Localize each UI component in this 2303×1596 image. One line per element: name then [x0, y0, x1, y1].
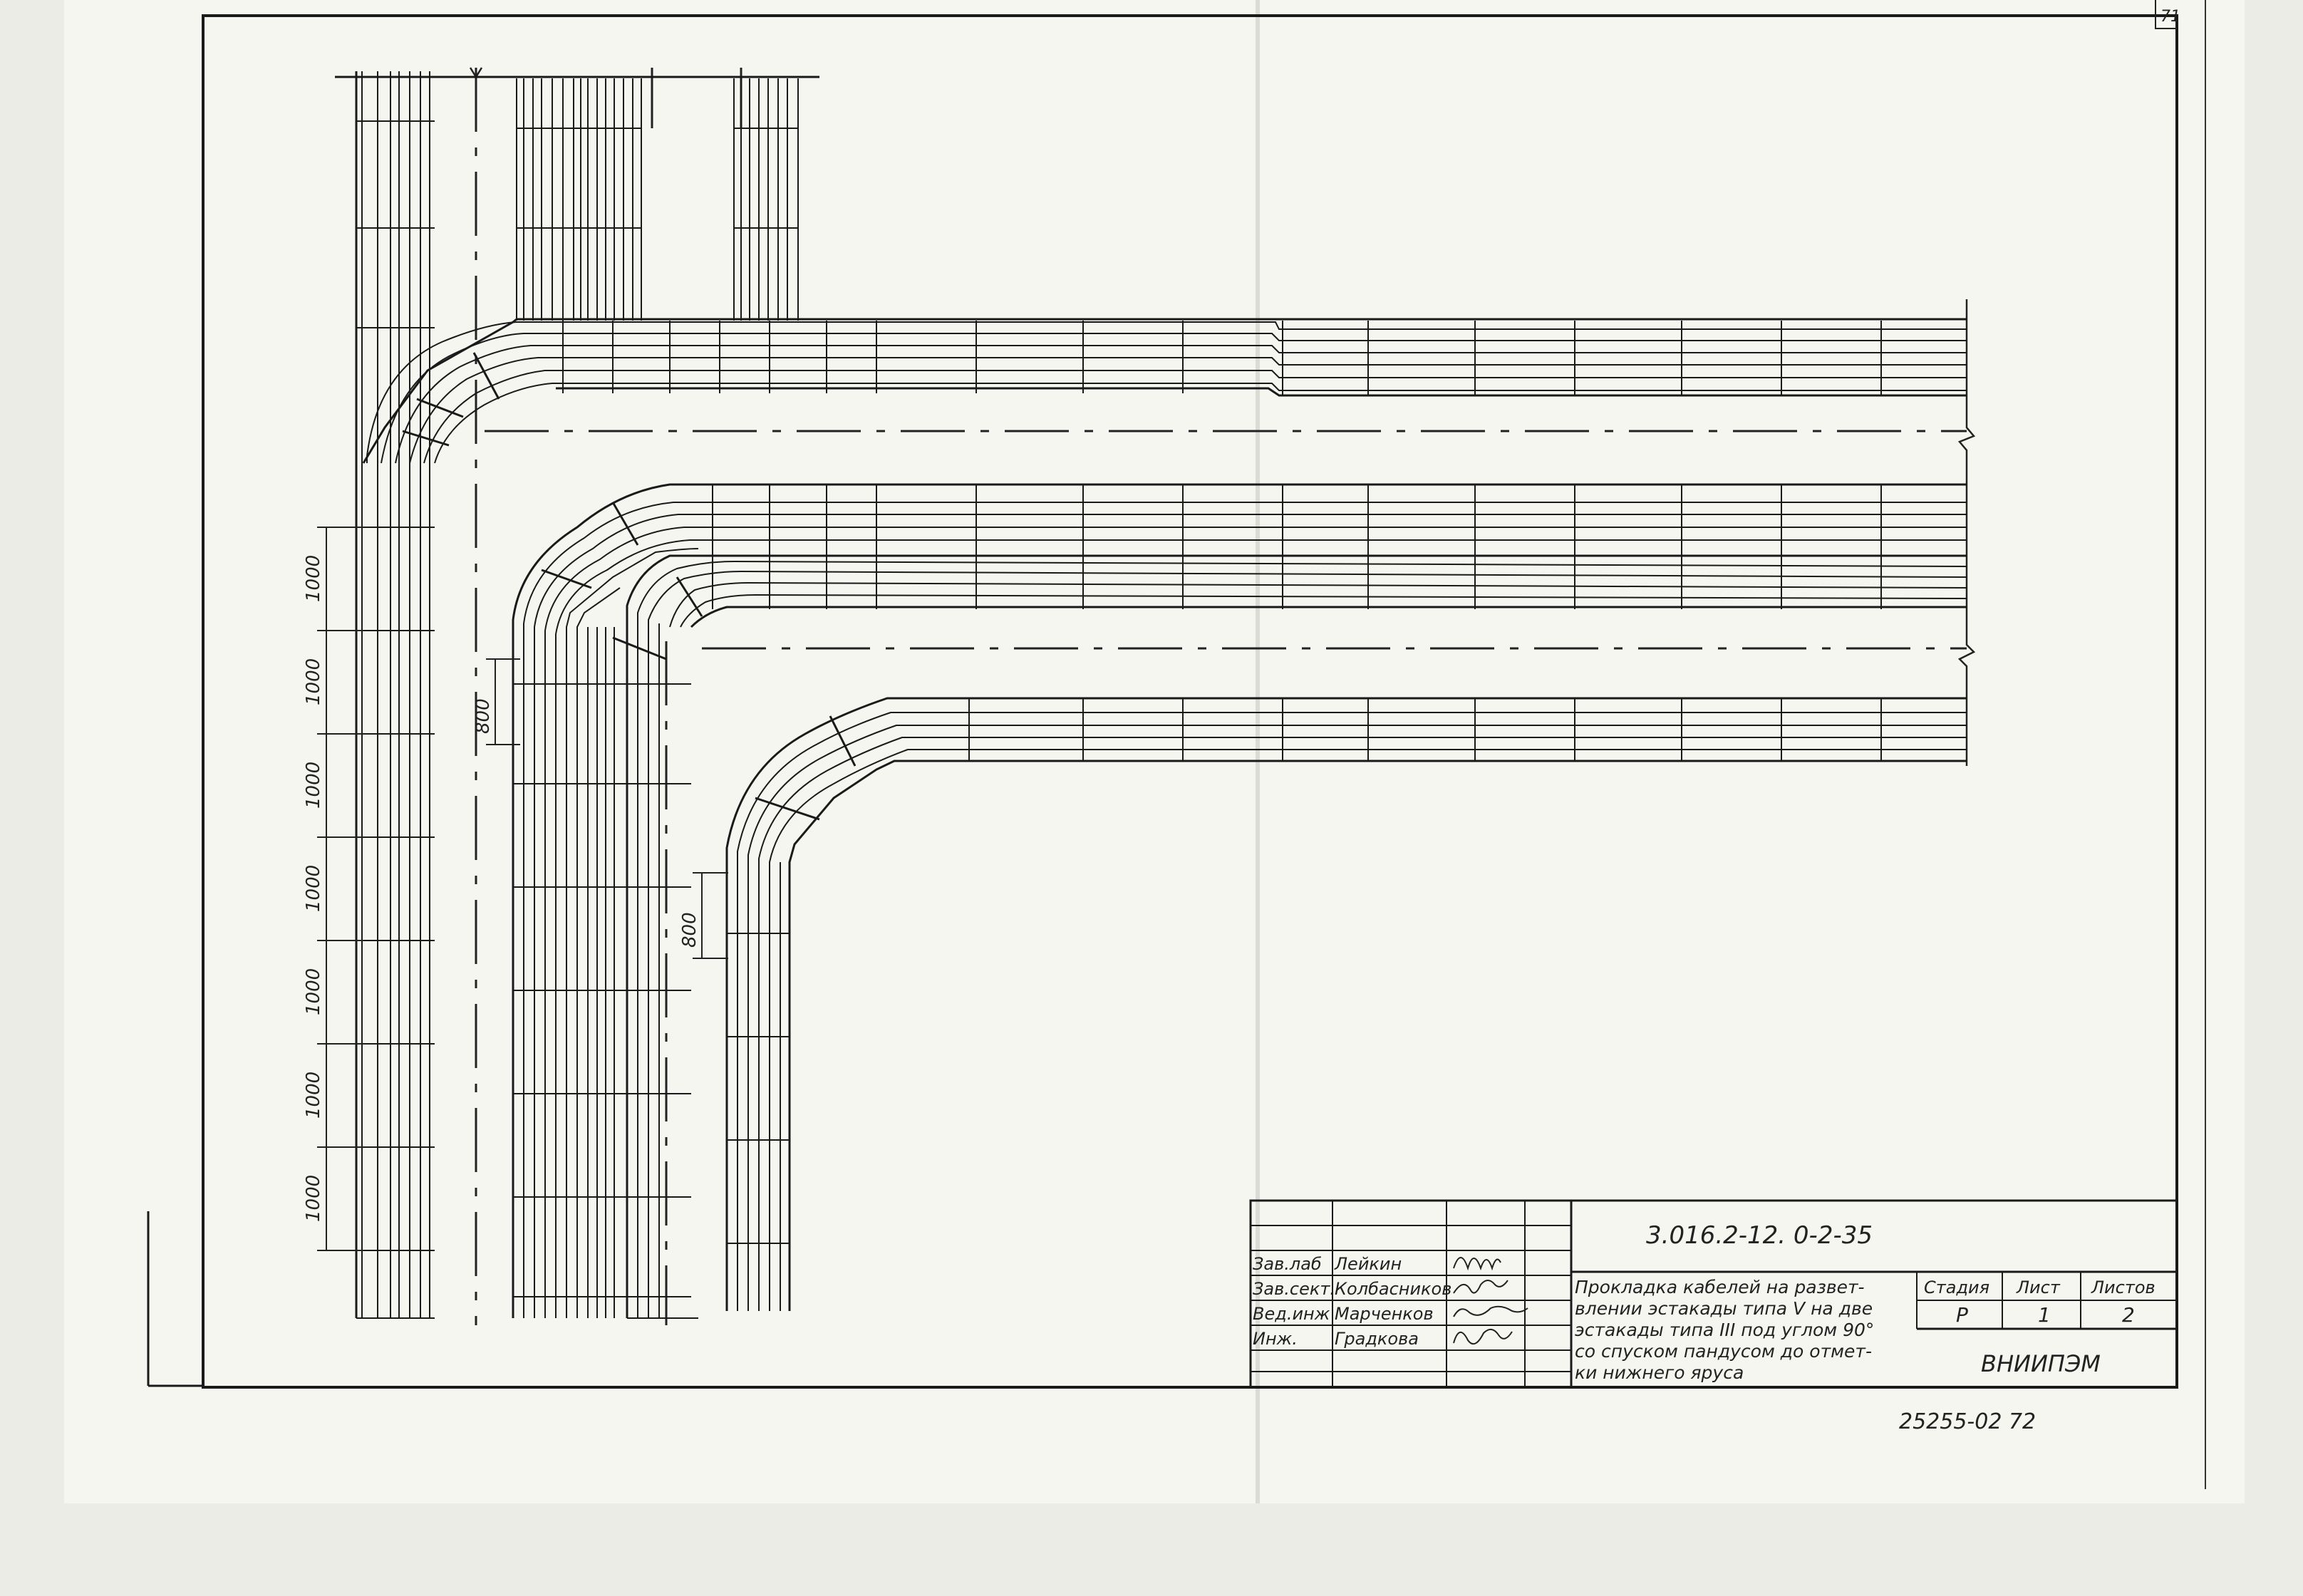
drawing-description: Прокладка кабелей на развет- влении эста… [1575, 1277, 1874, 1383]
description-line-3: эстакады типа III под углом 90° [1575, 1320, 1874, 1340]
dimension-inner [693, 872, 728, 959]
dim-label-2: 1000 [303, 658, 324, 705]
description-line-5: ки нижнего яруса [1575, 1362, 1744, 1383]
description-line-1: Прокладка кабелей на развет- [1575, 1277, 1865, 1297]
dim-label-inner: 800 [679, 912, 700, 948]
dim-label-mid: 800 [472, 698, 494, 734]
cable-tray-upper [355, 71, 1967, 1319]
sheet-value: 1 [2038, 1303, 2051, 1327]
role-1: Зав.лаб [1253, 1254, 1322, 1274]
description-line-2: влении эстакады типа V на две [1575, 1298, 1873, 1319]
cable-tray-middle [512, 483, 1967, 1319]
dim-label-6: 1000 [303, 1072, 324, 1119]
cable-tray-lower [725, 697, 1967, 1311]
title-block [1249, 1199, 2178, 1389]
archive-number: 25255-02 72 [1899, 1409, 2036, 1434]
drawing-designation: 3.016.2-12. 0-2-35 [1646, 1221, 1873, 1250]
stage-cells: Стадия Лист Листов Р 1 2 [1924, 1278, 2155, 1327]
sheets-header: Листов [2091, 1278, 2155, 1297]
sheet-number-text: 71 [2160, 8, 2180, 26]
dim-label-4: 1000 [303, 865, 324, 912]
sheets-value: 2 [2122, 1303, 2135, 1327]
sheet-header: Лист [2016, 1278, 2061, 1297]
stage-header: Стадия [1924, 1278, 1989, 1297]
dimension-labels-left: 1000 1000 1000 1000 1000 1000 1000 [303, 555, 324, 1222]
description-line-4: со спуском пандусом до отмет- [1575, 1341, 1872, 1362]
name-4: Градкова [1335, 1329, 1419, 1349]
dim-label-7: 1000 [303, 1175, 324, 1222]
organization-name: ВНИИПЭМ [1981, 1350, 2101, 1377]
role-3: Вед.инж [1253, 1304, 1330, 1324]
stage-value: Р [1956, 1303, 1968, 1327]
handwritten-signatures [1453, 1257, 1528, 1345]
dim-label-1: 1000 [303, 555, 324, 602]
signature-rows: Зав.лаб Лейкин Зав.сект. Колбасников Вед… [1253, 1254, 1451, 1349]
role-2: Зав.сект. [1253, 1279, 1335, 1299]
dim-label-5: 1000 [303, 968, 324, 1015]
dimension-chain-left [317, 527, 363, 1251]
drawing-frame [202, 14, 2178, 1389]
dim-label-3: 1000 [303, 762, 324, 809]
name-3: Марченков [1335, 1304, 1434, 1324]
dimension-mid [486, 658, 520, 745]
name-2: Колбасников [1335, 1279, 1451, 1299]
cable-tray-top-stubs [335, 76, 819, 321]
name-1: Лейкин [1334, 1254, 1402, 1274]
sheet-corner-number: 71 [2155, 0, 2180, 29]
role-4: Инж. [1253, 1329, 1298, 1349]
